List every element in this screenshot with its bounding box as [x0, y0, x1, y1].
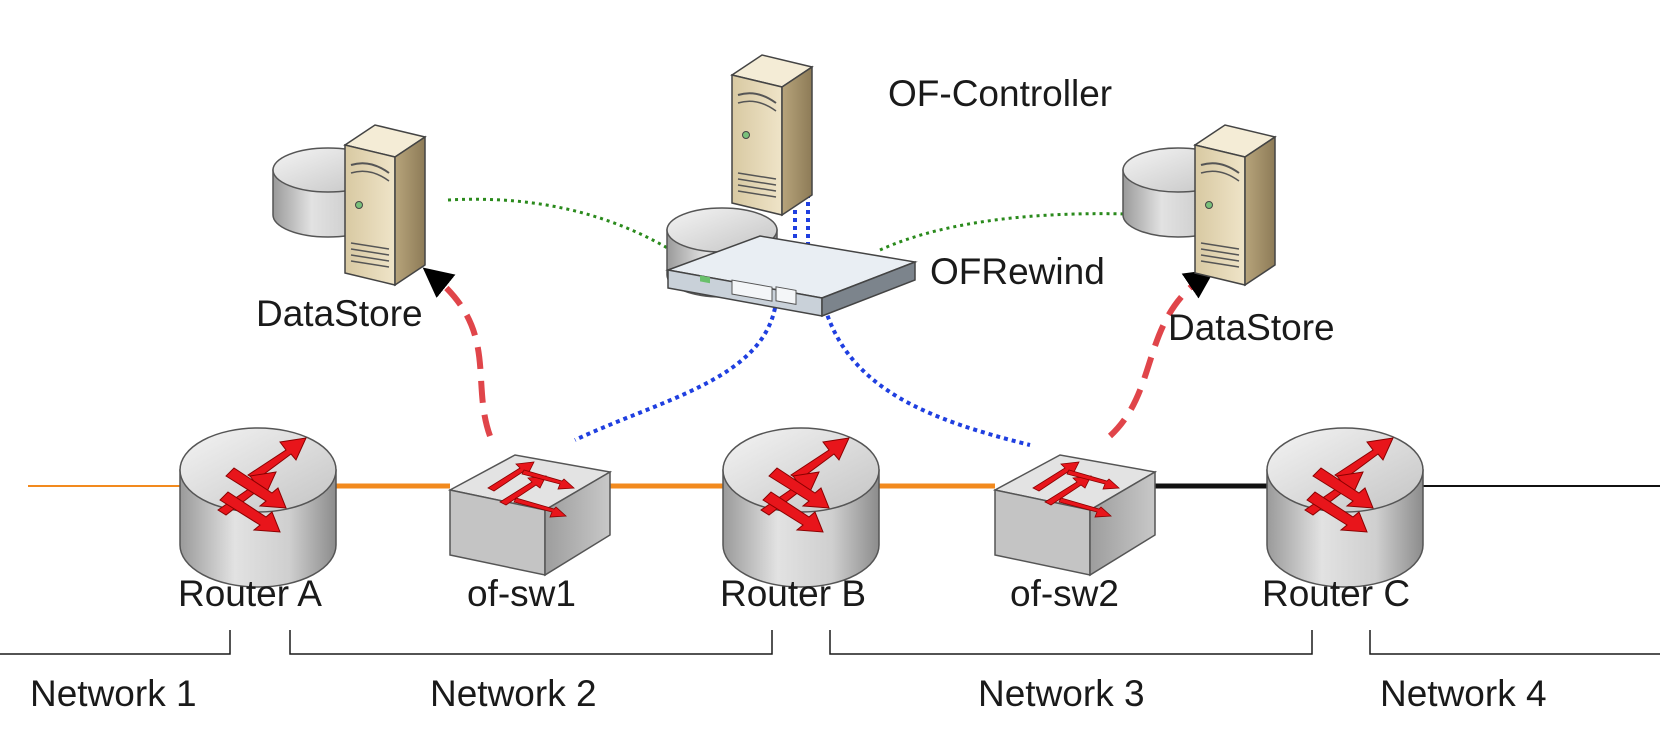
- label-network-3: Network 3: [978, 673, 1145, 714]
- label-router-c: Router C: [1262, 573, 1410, 614]
- label-ofrewind: OFRewind: [930, 251, 1105, 292]
- datastore-left-server-icon: [344, 124, 426, 286]
- ofrewind-appliance: [665, 207, 918, 318]
- label-router-a: Router A: [178, 573, 322, 614]
- ofsw1-switch-icon: [449, 454, 611, 576]
- network-labels: Network 1 Network 2 Network 3 Network 4: [30, 673, 1547, 714]
- ofrewind-rack-icon: [665, 235, 918, 318]
- control-links: [574, 170, 1031, 447]
- datastore-right: [1122, 124, 1276, 286]
- router-a-icon: [179, 427, 337, 588]
- label-datastore-left: DataStore: [256, 293, 423, 334]
- router-b-icon: [722, 427, 880, 588]
- network-brackets: [0, 630, 1660, 655]
- control-link-ofrewind-ofsw2: [823, 307, 1031, 447]
- label-of-controller: OF-Controller: [888, 73, 1112, 114]
- label-router-b: Router B: [720, 573, 866, 614]
- label-datastore-right: DataStore: [1168, 307, 1335, 348]
- label-network-2: Network 2: [430, 673, 597, 714]
- of-controller-server-icon: [731, 54, 813, 216]
- labels: OF-Controller OFRewind DataStore DataSto…: [178, 73, 1410, 614]
- label-ofsw2: of-sw2: [1010, 573, 1119, 614]
- datastore-link-right: [879, 212, 1129, 252]
- router-c-icon: [1266, 427, 1424, 588]
- bracket-network-4: [1369, 630, 1660, 655]
- bracket-network-2: [289, 630, 773, 655]
- datastore-right-server-icon: [1194, 124, 1276, 286]
- label-ofsw1: of-sw1: [467, 573, 576, 614]
- record-arrow-ofsw1-datastore-left: [422, 267, 493, 438]
- datastore-link-left: [447, 197, 691, 264]
- record-arrows: [422, 267, 1215, 439]
- datastore-left: [272, 124, 426, 286]
- record-arrow-ofsw2-datastore-right: [1107, 269, 1215, 439]
- bracket-network-1: [0, 630, 231, 655]
- ofsw2-switch-icon: [994, 454, 1156, 576]
- label-network-1: Network 1: [30, 673, 197, 714]
- label-network-4: Network 4: [1380, 673, 1547, 714]
- datastore-links: [447, 197, 1129, 264]
- bracket-network-3: [829, 630, 1313, 655]
- control-link-ofrewind-ofsw1: [574, 307, 777, 442]
